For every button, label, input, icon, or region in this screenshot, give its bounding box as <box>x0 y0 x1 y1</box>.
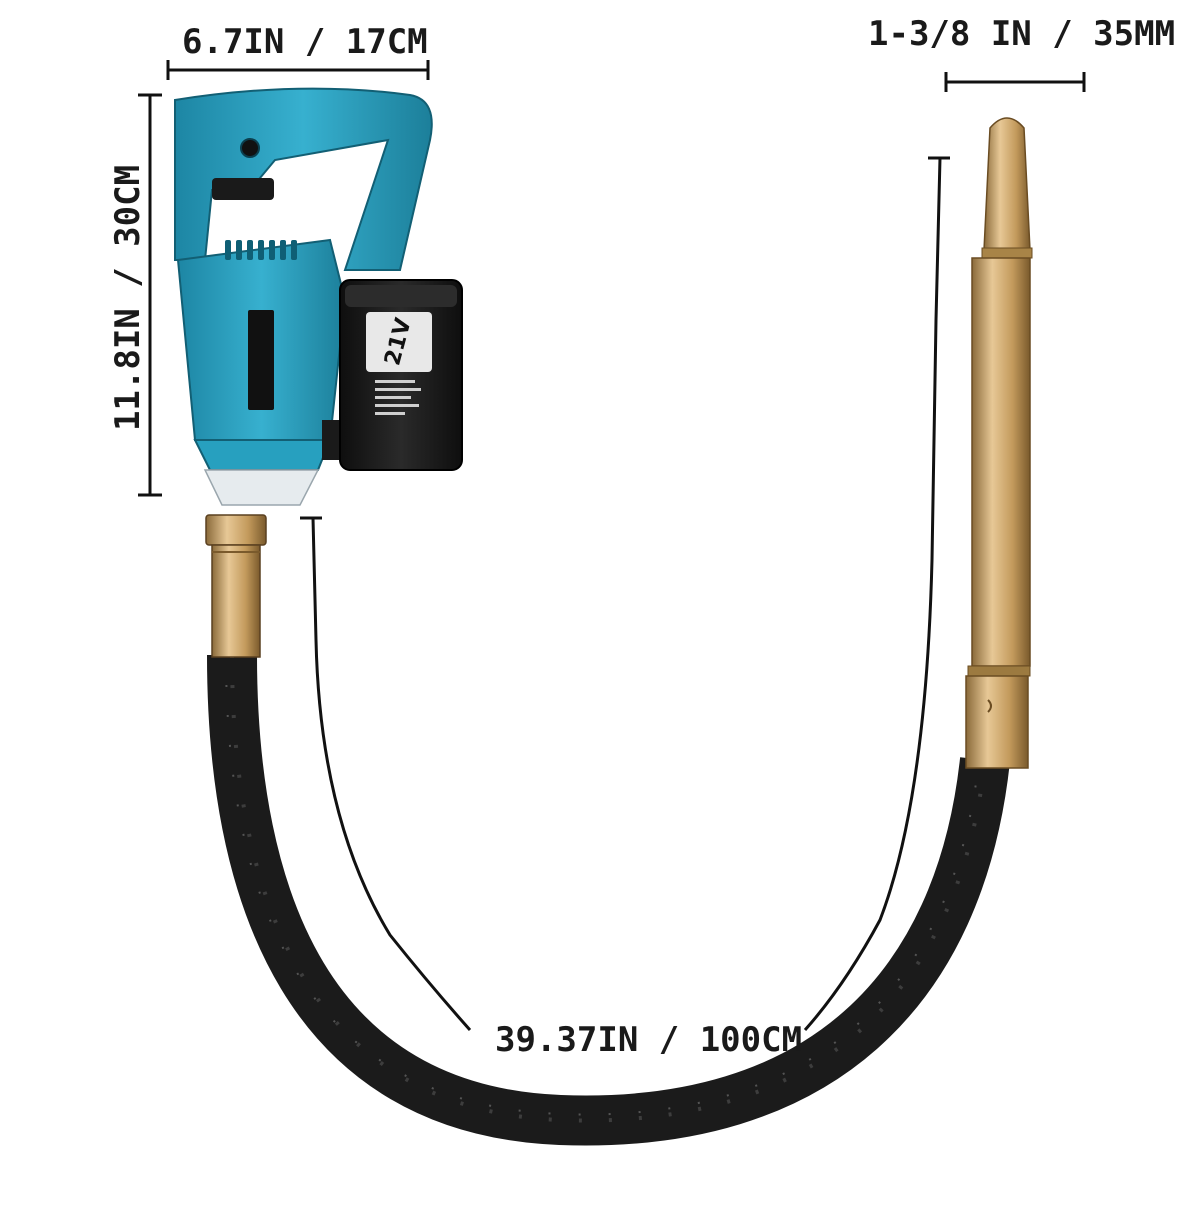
vibrator-poker-head <box>965 117 1033 769</box>
flexible-hose <box>207 654 1010 1146</box>
width-dimension-line <box>166 60 430 80</box>
height-dimension-label: 11.8IN / 30CM <box>108 164 148 432</box>
battery-pack: 21V <box>322 279 463 471</box>
length-dimension-line <box>300 156 950 1031</box>
concrete-vibrator-body <box>174 87 433 506</box>
vent-grille <box>225 240 297 260</box>
diameter-dimension-line <box>944 72 1086 92</box>
hose-length-dimension-label: 39.37IN / 100CM <box>495 1020 803 1060</box>
width-dimension-label: 6.7IN / 17CM <box>182 22 428 62</box>
brass-connector <box>205 514 267 658</box>
diameter-dimension-label: 1-3/8 IN / 35MM <box>868 14 1176 54</box>
power-button-icon <box>240 138 260 158</box>
height-dimension-line <box>138 93 162 497</box>
